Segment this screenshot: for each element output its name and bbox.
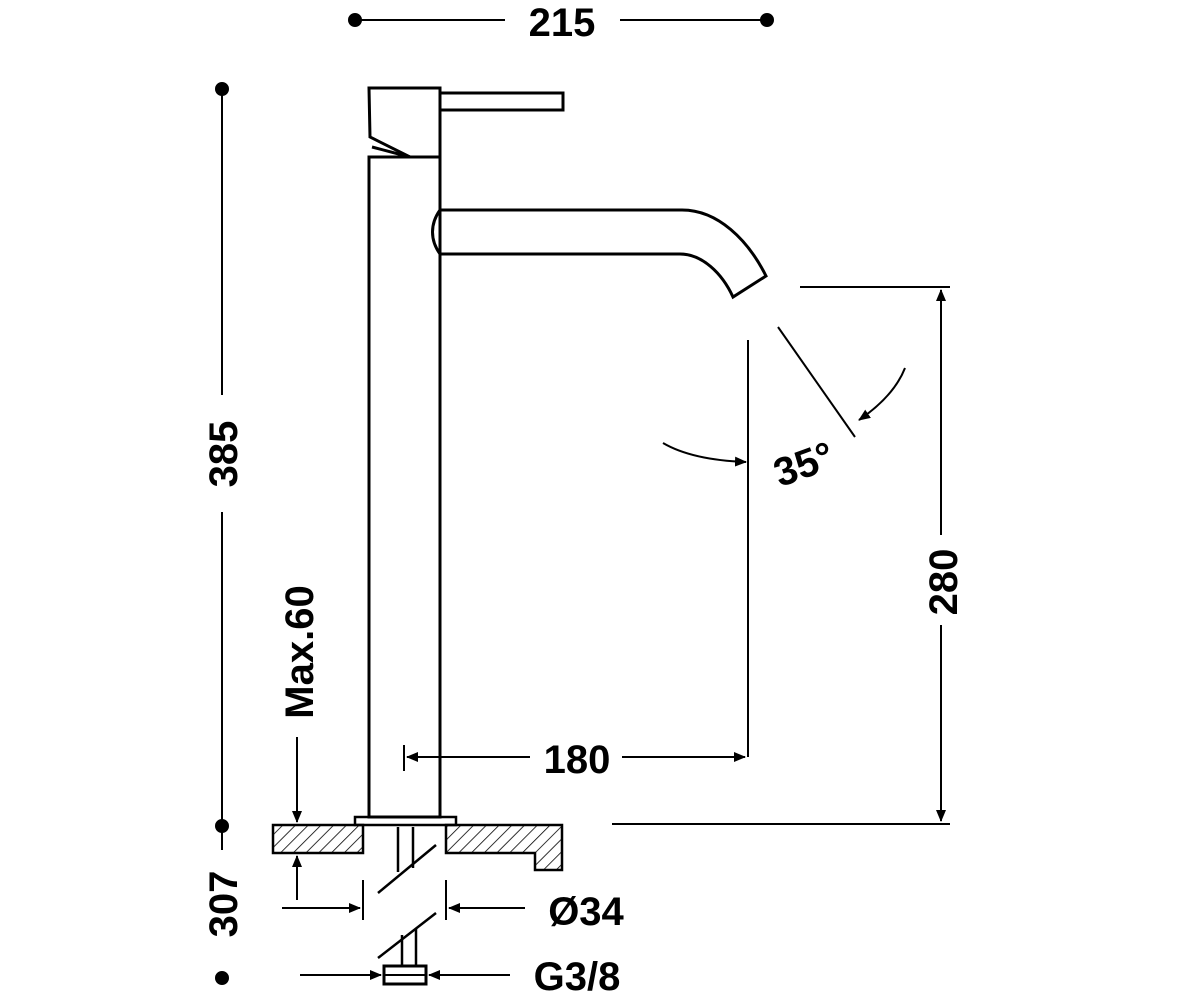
spout xyxy=(440,208,768,300)
dimension-spray-angle xyxy=(662,326,906,467)
height-label: 385 xyxy=(202,421,246,488)
dimension-spout-reach xyxy=(403,340,749,771)
spout-joint xyxy=(431,209,442,255)
faucet-column xyxy=(367,155,442,819)
connection-thread-label: G3/8 xyxy=(534,955,621,999)
spout-reach-label: 180 xyxy=(544,738,611,782)
supply-hoses xyxy=(377,827,437,986)
dimension-spout-height xyxy=(612,286,950,825)
spray-angle-label: 35° xyxy=(768,434,840,496)
handle-lever xyxy=(440,91,565,112)
counter-left-hatch xyxy=(271,823,365,855)
dimension-width xyxy=(348,13,774,27)
handle-cap-edge xyxy=(371,145,411,159)
counter-right-hatch xyxy=(444,823,564,872)
counter-thickness-label: Max.60 xyxy=(278,585,322,718)
counter-section xyxy=(271,823,564,872)
handle-cap xyxy=(367,86,442,159)
faucet-body xyxy=(353,86,768,827)
below-counter-label: 307 xyxy=(202,871,246,938)
dimension-base-diameter xyxy=(282,880,525,920)
spout-height-label: 280 xyxy=(922,549,966,616)
base-flange xyxy=(353,815,458,827)
dimension-below-counter xyxy=(215,832,229,985)
base-diameter-label: Ø34 xyxy=(548,890,624,934)
dimension-height xyxy=(215,82,229,833)
width-label: 215 xyxy=(529,1,596,45)
